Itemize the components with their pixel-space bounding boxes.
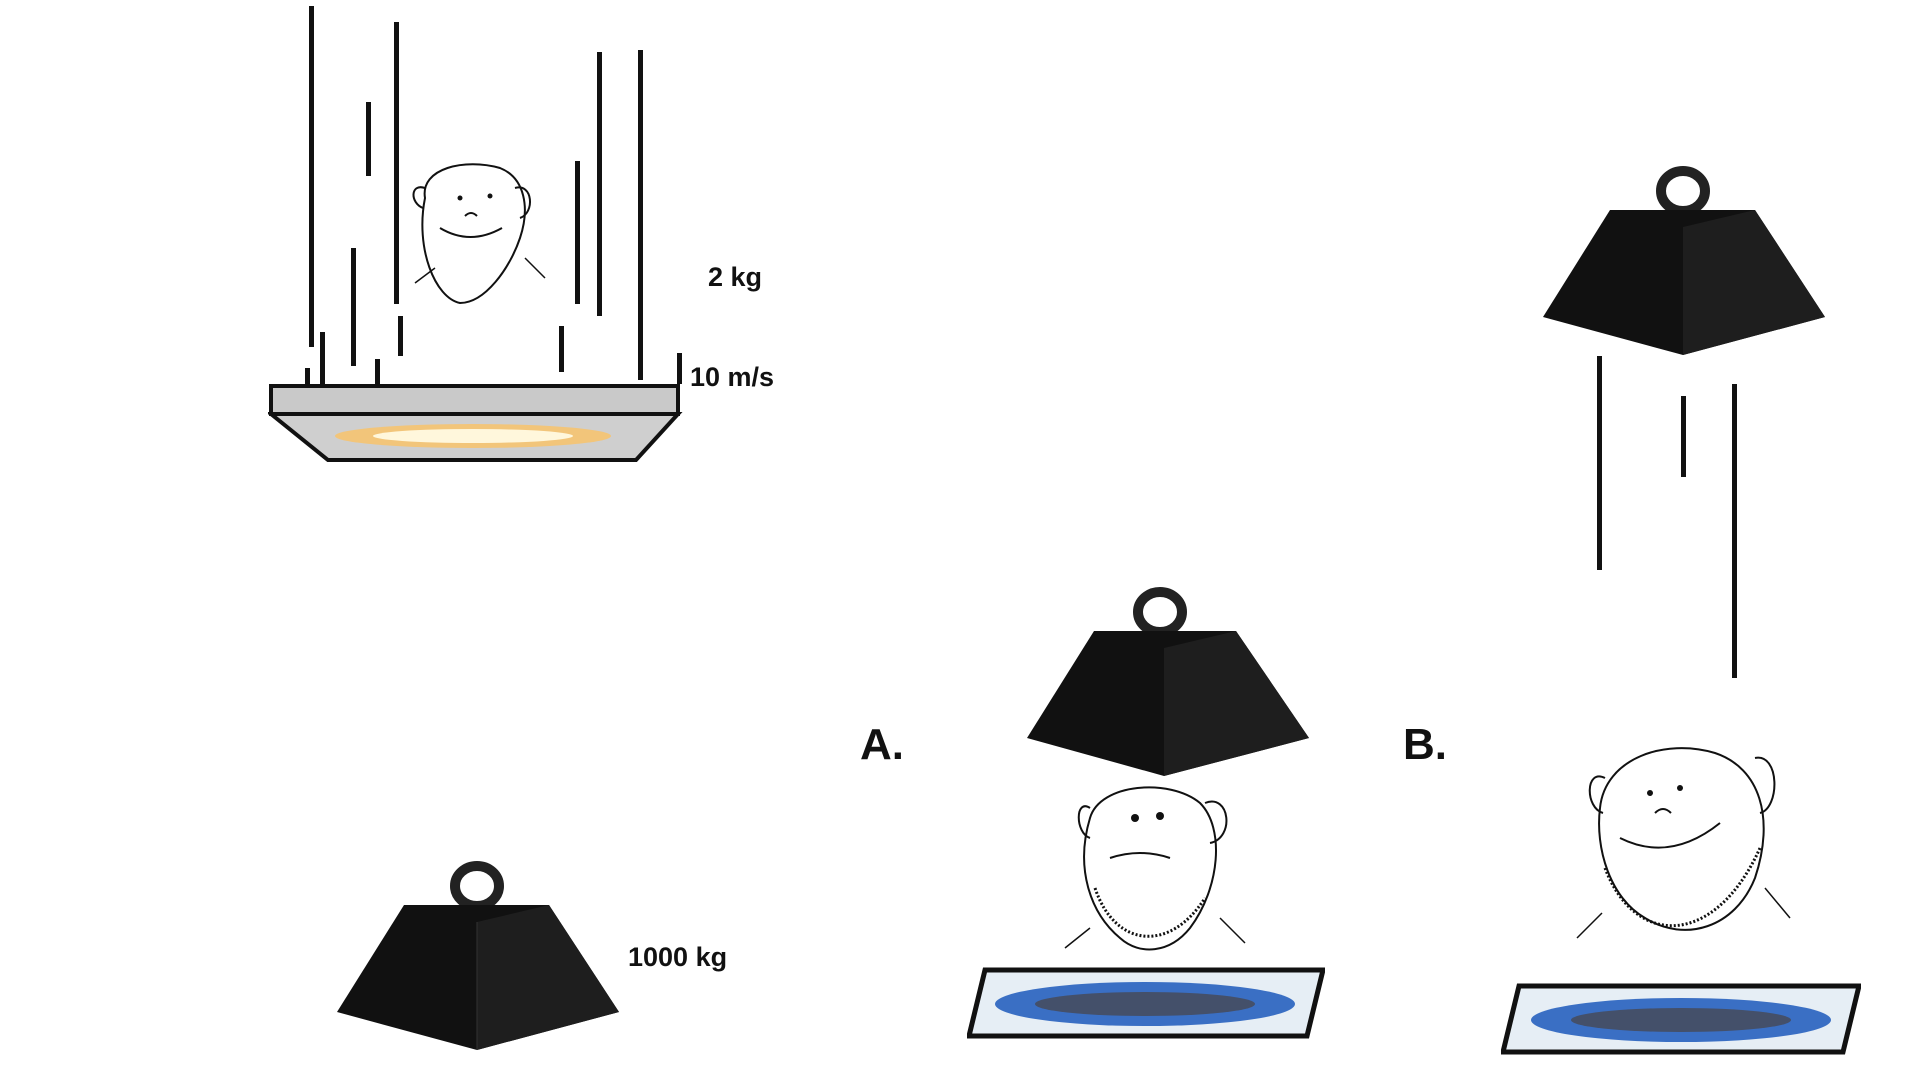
smiling-face-illustration — [412, 163, 546, 305]
weight-1000kg-icon — [337, 861, 619, 1050]
option-b-label: B. — [1403, 720, 1447, 769]
large-mass-label: 1000 kg — [628, 942, 728, 972]
falling-platform — [268, 384, 683, 462]
option-b-smiling-face-illustration — [1576, 747, 1791, 939]
option-b-platform — [1501, 983, 1861, 1055]
option-b-weight-icon — [1543, 166, 1825, 355]
option-a-label: A. — [860, 720, 904, 769]
small-mass-label: 2 kg — [708, 262, 763, 292]
option-a-weight-icon — [1027, 587, 1309, 776]
option-a-worried-face-illustration — [1064, 786, 1246, 951]
option-a-platform — [967, 967, 1325, 1039]
speed-label: 10 m/s — [690, 362, 775, 392]
